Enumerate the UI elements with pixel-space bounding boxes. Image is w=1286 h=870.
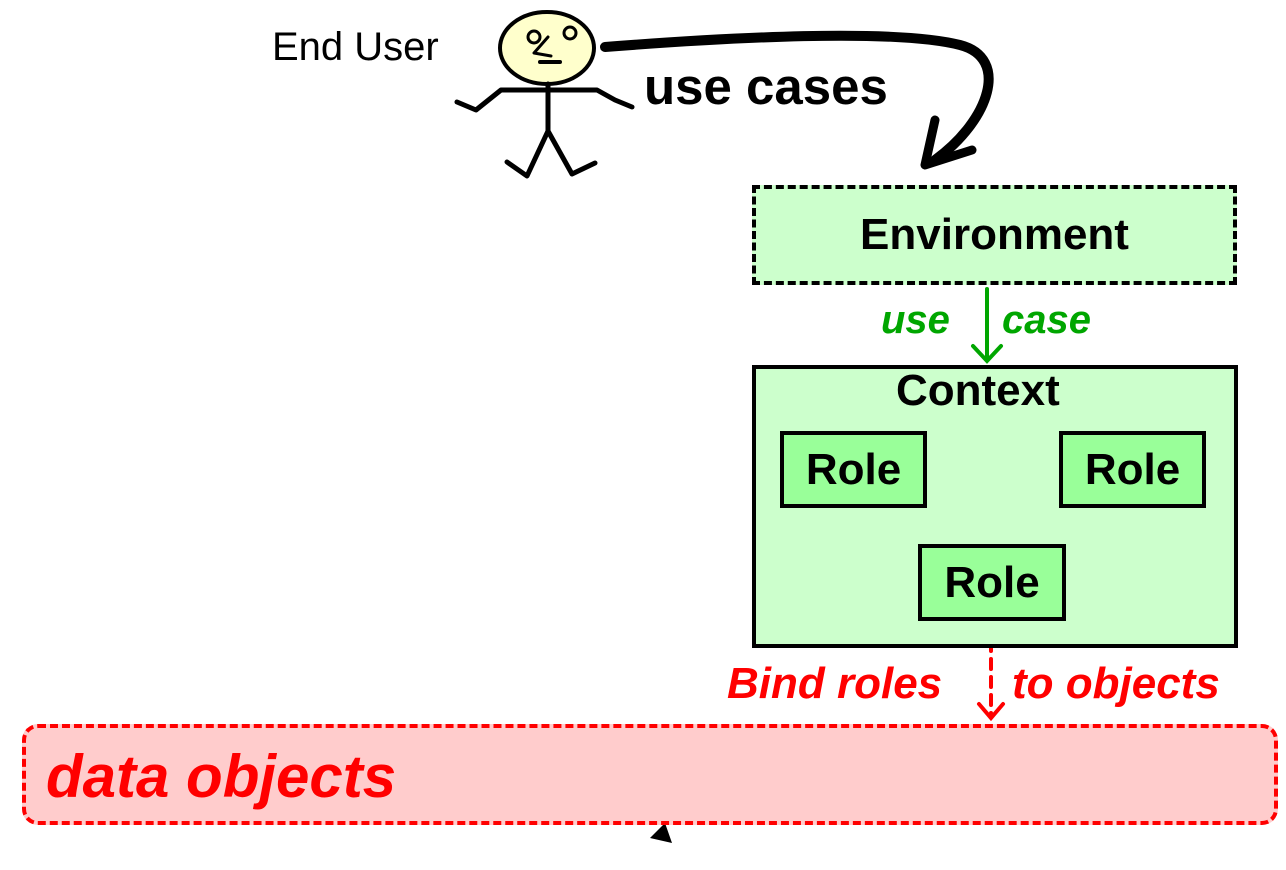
environment-label: Environment [860, 210, 1129, 259]
role-box-right: Role [1059, 431, 1206, 508]
data-objects-label: data objects [46, 743, 397, 810]
actor-legs [504, 128, 598, 179]
bind-arrow [977, 621, 1005, 722]
pointer-triangle [650, 823, 672, 843]
end-user-label: End User [272, 25, 439, 69]
actor-head [498, 10, 596, 86]
use-cases-arrow [600, 30, 994, 170]
actor-left-eye [526, 29, 542, 45]
data-objects-box [22, 724, 1278, 825]
actor-nose [532, 35, 553, 58]
use-case-arrow [971, 287, 1003, 364]
environment-box: Environment [752, 185, 1237, 285]
role-box-left: Role [780, 431, 927, 508]
use-cases-label: use cases [644, 58, 888, 115]
end-user-stick-figure [454, 10, 635, 179]
bind-label-left: Bind roles [727, 659, 943, 708]
use-case-label-left: use [881, 298, 950, 342]
actor-right-eye [562, 25, 578, 41]
context-label: Context [896, 366, 1060, 415]
use-case-label-right: case [1002, 298, 1091, 342]
actor-arms [454, 87, 635, 113]
role-box-bottom: Role [918, 544, 1066, 621]
bind-label-right: to objects [1012, 659, 1220, 708]
